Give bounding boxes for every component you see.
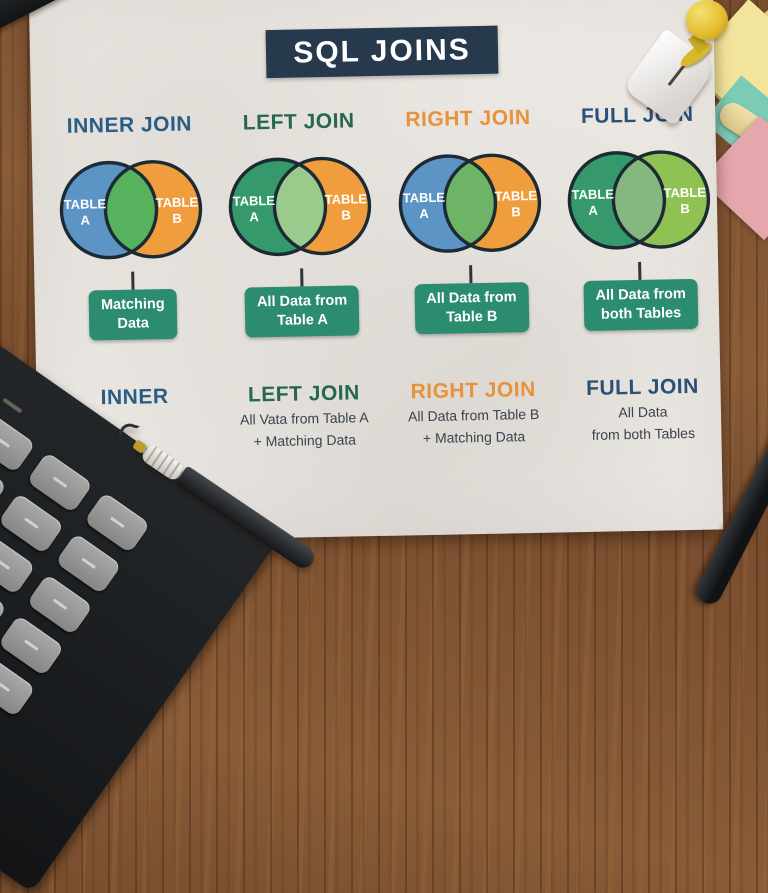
table-b-label: TABLEB <box>325 191 368 223</box>
table-b-label: TABLEB <box>494 188 537 220</box>
column-header: INNER JOIN <box>66 112 193 138</box>
table-a-label: TABLEA <box>233 193 276 225</box>
connector-line <box>638 261 642 280</box>
venn-overlap <box>613 152 666 248</box>
legend-left-join: LEFT JOIN All Vata from Table A + Matchi… <box>239 381 369 450</box>
venn-diagram-full: TABLEA TABLEB <box>567 150 711 250</box>
pushpin-icon <box>664 0 744 100</box>
connector-line <box>130 271 135 290</box>
calculator-key <box>0 614 65 677</box>
venn-diagram-inner: TABLEA TABLEB <box>59 160 203 260</box>
pushpin-head <box>686 0 728 40</box>
venn-overlap <box>105 161 158 257</box>
desk-photo: { "title": "SQL JOINS", "colors": { "pap… <box>0 0 768 512</box>
paper-sheet: SQL JOINS INNER JOIN TABLEA TABLEB Match… <box>28 0 724 543</box>
column-right-join: RIGHT JOIN TABLEA TABLEB All Data from T… <box>386 105 554 335</box>
table-a-label: TABLEA <box>571 186 614 218</box>
join-columns: INNER JOIN TABLEA TABLEB Matching Data L… <box>47 101 723 341</box>
description-box: All Data from Table A <box>244 285 360 338</box>
column-inner-join: INNER JOIN TABLEA TABLEB Matching Data <box>47 111 215 341</box>
description-box: All Data from both Tables <box>583 278 699 332</box>
table-b-label: TABLEB <box>156 194 199 226</box>
description-box: All Data from Table B <box>414 282 530 335</box>
venn-overlap <box>444 155 496 251</box>
title-banner: SQL JOINS <box>265 25 499 79</box>
calculator-key <box>0 492 65 555</box>
calculator-key <box>55 532 122 595</box>
description-box: Matching Data <box>88 288 178 341</box>
column-header: LEFT JOIN <box>242 109 355 135</box>
connector-line <box>469 265 473 284</box>
venn-overlap <box>274 158 327 254</box>
venn-diagram-left: TABLEA TABLEB <box>229 156 372 257</box>
connector-line <box>299 268 304 287</box>
calculator-key <box>26 573 94 636</box>
column-header: RIGHT JOIN <box>405 106 531 132</box>
table-a-label: TABLEA <box>64 196 107 228</box>
table-a-label: TABLEA <box>402 190 445 222</box>
venn-diagram-right: TABLEA TABLEB <box>398 153 541 253</box>
legend-full-join: FULL JOIN All Data from both Tables <box>585 374 700 443</box>
column-full-join: FULL JOIN TABLEA TABLEB All Data from bo… <box>555 101 723 332</box>
legend-right-join: RIGHT JOIN All Data from Table B + Match… <box>407 377 540 447</box>
table-b-label: TABLEB <box>663 185 706 217</box>
column-left-join: LEFT JOIN TABLEA TABLEB All Data from Ta… <box>216 108 384 338</box>
page-title: SQL JOINS <box>292 33 472 70</box>
